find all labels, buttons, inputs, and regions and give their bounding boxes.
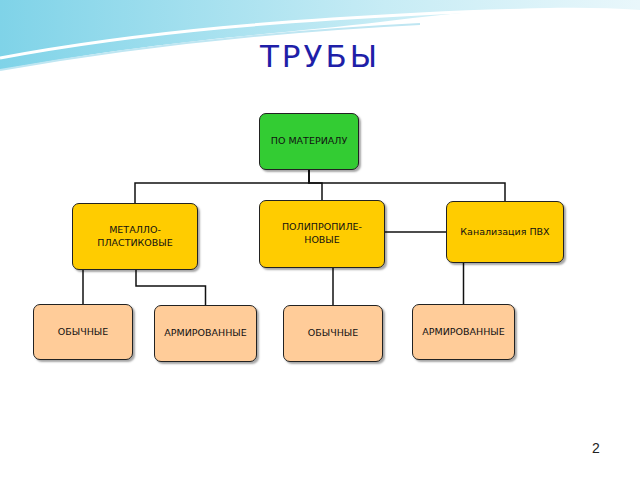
connector-line [332,268,334,305]
category-box: ПОЛИПРОПИЛЕ- НОВЫЕ [259,200,385,268]
node-label: ОБЫЧНЫЕ [308,327,358,340]
connector-line [135,170,309,203]
node-label: АРМИРОВАННЫЕ [422,326,504,339]
connector-line [82,270,84,304]
node-label: Канализация ПВХ [460,226,549,239]
connector-line [309,170,505,201]
root-box: ПО МАТЕРИАЛУ [259,113,359,170]
type-box: ОБЫЧНЫЕ [283,305,383,362]
connector-line [463,263,465,304]
connector-line [385,231,446,233]
node-label: ПОЛИПРОПИЛЕ- НОВЫЕ [272,221,372,247]
type-box: АРМИРОВАННЫЕ [154,305,257,362]
connector-line [136,270,206,305]
node-label: ПО МАТЕРИАЛУ [271,135,347,148]
category-box: МЕТАЛЛО- ПЛАСТИКОВЫЕ [72,203,198,270]
page-number: 2 [592,440,600,456]
connector-line [309,170,322,200]
node-label: МЕТАЛЛО- ПЛАСТИКОВЫЕ [85,224,185,250]
node-label: ОБЫЧНЫЕ [58,326,108,339]
node-label: АРМИРОВАННЫЕ [164,327,246,340]
slide-title: ТРУБЫ [0,38,640,74]
category-box: Канализация ПВХ [446,201,564,263]
type-box: АРМИРОВАННЫЕ [412,304,515,360]
type-box: ОБЫЧНЫЕ [33,304,133,360]
